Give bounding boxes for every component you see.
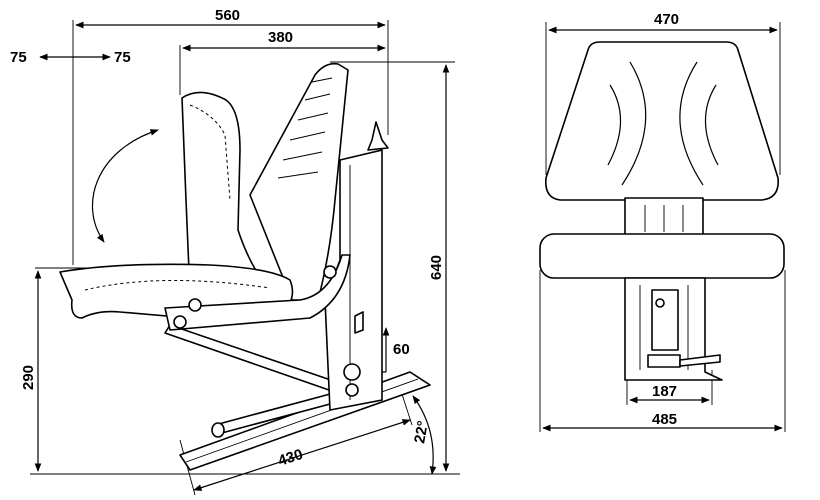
backrest: [249, 62, 349, 301]
dim-430-line: [193, 419, 411, 491]
front-view: [539, 22, 786, 432]
dim-430-label: 430: [276, 446, 305, 470]
side-view: [30, 20, 460, 496]
dim-187-label: 187: [652, 383, 677, 400]
dim-60-label: 60: [393, 341, 410, 358]
front-backrest: [544, 41, 779, 201]
tilt-arrow: [91, 129, 159, 243]
backrest-grooves: [607, 61, 719, 186]
dim-560-label: 560: [215, 7, 240, 24]
dim-75-left-label: 75: [10, 49, 27, 66]
dim-75-right-label: 75: [114, 49, 131, 66]
dim-470-label: 470: [654, 11, 679, 28]
height-lever: [343, 363, 361, 381]
dim-22-label: 22°: [411, 419, 432, 444]
backrest-ribs: [277, 77, 333, 179]
floor-rail: [179, 371, 431, 471]
weight-knob: [367, 121, 389, 151]
dim-485-label: 485: [652, 411, 677, 428]
dim-290-label: 290: [20, 365, 37, 390]
dim-22-arc: [412, 395, 437, 475]
dim-640-label: 640: [428, 255, 445, 280]
front-seat-cushion: [539, 233, 785, 279]
dim-380-label: 380: [268, 29, 293, 46]
